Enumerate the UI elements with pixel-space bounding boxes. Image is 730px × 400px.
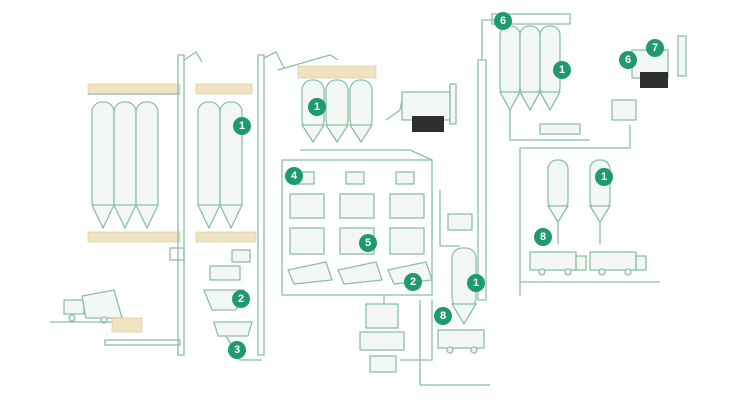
svg-text:1: 1 [601, 171, 607, 183]
badge-3: 3 [228, 341, 246, 359]
svg-text:1: 1 [473, 277, 479, 289]
svg-text:2: 2 [410, 276, 416, 288]
grain-layer-bottom-left [87, 231, 181, 243]
silo-group-left [87, 83, 181, 243]
trucks-right [520, 251, 660, 283]
badge-8-center: 8 [434, 307, 452, 325]
silo-group-top-right [491, 13, 590, 141]
loading-silo-center [419, 213, 490, 386]
svg-text:5: 5 [365, 237, 371, 249]
elevator-middle [257, 51, 339, 356]
svg-text:6: 6 [500, 15, 506, 27]
badge-1-left: 1 [233, 117, 251, 135]
dust-collector [385, 83, 457, 132]
badge-2-mill: 2 [404, 273, 422, 291]
svg-text:8: 8 [440, 310, 446, 322]
svg-text:2: 2 [238, 293, 244, 305]
truck-unloading [50, 289, 181, 346]
grain-layer-top-left [87, 83, 181, 95]
mill-section [281, 159, 433, 296]
silo-group-middle-left [195, 83, 257, 243]
badge-1-right-silo: 1 [595, 168, 613, 186]
badge-2-cleaning: 2 [232, 290, 250, 308]
badge-8-right: 8 [534, 228, 552, 246]
svg-text:1: 1 [559, 64, 565, 76]
badge-4: 4 [285, 167, 303, 185]
badge-5: 5 [359, 234, 377, 252]
svg-text:1: 1 [314, 101, 320, 113]
badge-6-top: 6 [494, 12, 512, 30]
svg-text:8: 8 [540, 231, 546, 243]
svg-text:3: 3 [234, 344, 240, 356]
badge-6-filter: 6 [619, 51, 637, 69]
badge-7: 7 [646, 39, 664, 57]
elevator-left [169, 51, 203, 356]
badge-1-center: 1 [308, 98, 326, 116]
packing-unit [359, 295, 405, 373]
svg-text:6: 6 [625, 54, 631, 66]
svg-text:7: 7 [652, 42, 658, 54]
badge-1-top-right: 1 [553, 61, 571, 79]
badge-1-loading: 1 [467, 274, 485, 292]
svg-text:1: 1 [239, 120, 245, 132]
cleaning-machine [203, 249, 262, 361]
connecting-pipes [400, 149, 601, 361]
svg-text:4: 4 [291, 170, 298, 182]
